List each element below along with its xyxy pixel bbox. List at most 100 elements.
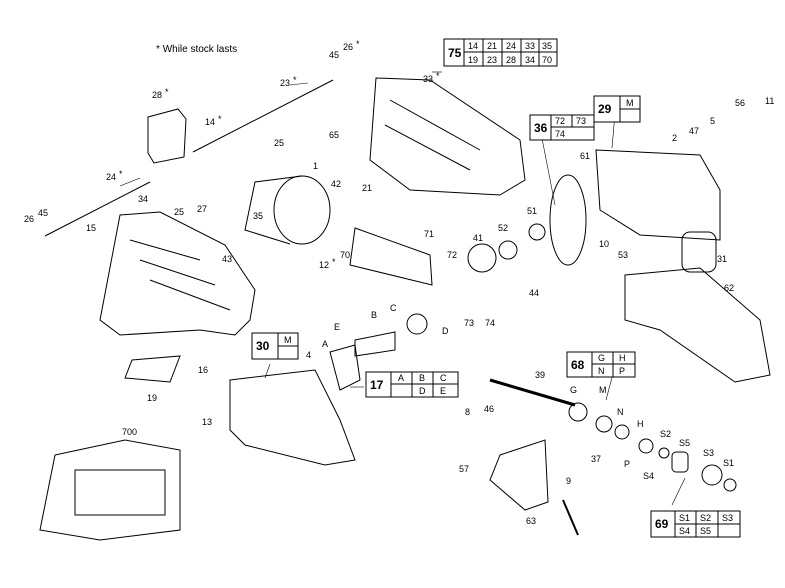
part-number-label: 700 bbox=[122, 427, 137, 437]
box-69-cell: S4 bbox=[679, 526, 690, 536]
part-number-label: 56 bbox=[735, 98, 745, 108]
part-number-label: 11 bbox=[765, 96, 774, 106]
part-number-label: 25 bbox=[174, 207, 184, 217]
stock-star-marker: * bbox=[293, 75, 297, 85]
part-number-label: N bbox=[617, 407, 624, 417]
box-75-cell: 33 bbox=[525, 41, 535, 51]
box-30-id: 30 bbox=[256, 339, 270, 353]
part-number-label: 15 bbox=[86, 223, 96, 233]
part-number-label: 26 bbox=[24, 214, 34, 224]
stock-star-marker: * bbox=[218, 114, 222, 124]
part-number-label: A bbox=[322, 339, 328, 349]
part-number-label: 57 bbox=[459, 464, 469, 474]
gear-housing-ribs bbox=[384, 99, 481, 171]
disc-41 bbox=[467, 243, 497, 273]
part-number-label: 44 bbox=[529, 288, 539, 298]
box-36-cell: 73 bbox=[576, 116, 586, 126]
box-75-cell: 19 bbox=[468, 55, 478, 65]
part-number-label: 47 bbox=[689, 126, 699, 136]
case-label-area bbox=[74, 469, 166, 516]
stock-star-marker: * bbox=[356, 39, 360, 49]
part-number-label: 28 bbox=[152, 90, 162, 100]
ring-37 bbox=[595, 415, 613, 433]
screw-9 bbox=[562, 499, 579, 536]
part-number-label: 2 bbox=[672, 133, 677, 143]
rod-24 bbox=[44, 181, 151, 237]
box-17-cell: D bbox=[419, 386, 426, 396]
part-number-label: 65 bbox=[329, 130, 339, 140]
part-number-label: 33 bbox=[423, 74, 433, 84]
box-36-cell: 72 bbox=[555, 116, 565, 126]
box-17-cell: A bbox=[398, 373, 404, 383]
spindle-39 bbox=[489, 378, 576, 407]
sleeve-31 bbox=[681, 231, 717, 273]
stator-cover bbox=[273, 175, 331, 245]
box-75-cell: 14 bbox=[468, 41, 478, 51]
rod-23 bbox=[192, 79, 334, 153]
part-number-label: S5 bbox=[679, 438, 690, 448]
part-number-label: 41 bbox=[473, 233, 483, 243]
part-number-label: 46 bbox=[484, 404, 494, 414]
part-number-label: 52 bbox=[498, 223, 508, 233]
box-69-id: 69 bbox=[655, 517, 669, 531]
housing-left-34 bbox=[99, 211, 256, 336]
plate-E bbox=[354, 331, 396, 357]
box-69-cell: S3 bbox=[722, 513, 733, 523]
pad-19 bbox=[124, 355, 181, 383]
gear-housing-33 bbox=[369, 77, 526, 196]
box-68-cell: H bbox=[619, 353, 626, 363]
box-68 bbox=[566, 351, 636, 378]
gear-case-13 bbox=[229, 369, 356, 466]
plate-A bbox=[329, 344, 361, 391]
stock-note: * While stock lasts bbox=[156, 44, 237, 55]
shoe-63 bbox=[489, 439, 549, 511]
part-number-label: 8 bbox=[465, 407, 470, 417]
part-number-label: 25 bbox=[274, 138, 284, 148]
disc-D bbox=[406, 313, 428, 335]
ring-H bbox=[638, 438, 654, 454]
washer-51 bbox=[528, 223, 546, 241]
ring-S2 bbox=[658, 447, 670, 459]
part-number-label: S2 bbox=[660, 429, 671, 439]
stock-star-marker: * bbox=[165, 87, 169, 97]
part-number-label: 45 bbox=[329, 50, 339, 60]
part-number-label: 13 bbox=[202, 417, 212, 427]
part-number-label: D bbox=[442, 326, 449, 336]
part-number-label: 62 bbox=[724, 283, 734, 293]
box-29 bbox=[593, 95, 641, 123]
part-number-label: 42 bbox=[331, 179, 341, 189]
box-68-cell: P bbox=[619, 366, 625, 376]
part-number-label: 4 bbox=[306, 350, 311, 360]
part-number-label: 73 bbox=[464, 318, 474, 328]
part-number-label: C bbox=[390, 303, 397, 313]
box-30-cell: M bbox=[284, 335, 292, 345]
bearing-G bbox=[568, 402, 588, 422]
disc-52 bbox=[498, 240, 518, 260]
box-17-cell: B bbox=[419, 373, 425, 383]
part-number-label: 43 bbox=[222, 254, 232, 264]
part-number-label: 35 bbox=[253, 211, 263, 221]
box-29-cell: M bbox=[626, 98, 634, 108]
part-number-label: 71 bbox=[424, 229, 434, 239]
part-number-label: P bbox=[624, 459, 630, 469]
box-69-cell: S5 bbox=[700, 526, 711, 536]
bevel-gear-51 bbox=[549, 174, 587, 266]
box-17-id: 17 bbox=[370, 378, 384, 392]
box-75-id: 75 bbox=[448, 46, 462, 60]
part-number-label: S4 bbox=[643, 471, 654, 481]
part-number-label: 24 bbox=[106, 172, 116, 182]
part-number-label: 16 bbox=[198, 365, 208, 375]
note-text: While stock lasts bbox=[162, 44, 238, 55]
part-number-label: S1 bbox=[723, 458, 734, 468]
part-number-label: 5 bbox=[710, 116, 715, 126]
box-17-cell: E bbox=[440, 386, 446, 396]
box-75-cell: 24 bbox=[506, 41, 516, 51]
part-number-label: 19 bbox=[147, 393, 157, 403]
stator-body bbox=[244, 175, 303, 245]
part-number-label: 70 bbox=[340, 250, 350, 260]
box-75-cell: 70 bbox=[542, 55, 552, 65]
leader-lines bbox=[119, 71, 686, 506]
part-number-label: 9 bbox=[566, 476, 571, 486]
part-number-label: 63 bbox=[526, 516, 536, 526]
switch-28 bbox=[147, 108, 187, 164]
